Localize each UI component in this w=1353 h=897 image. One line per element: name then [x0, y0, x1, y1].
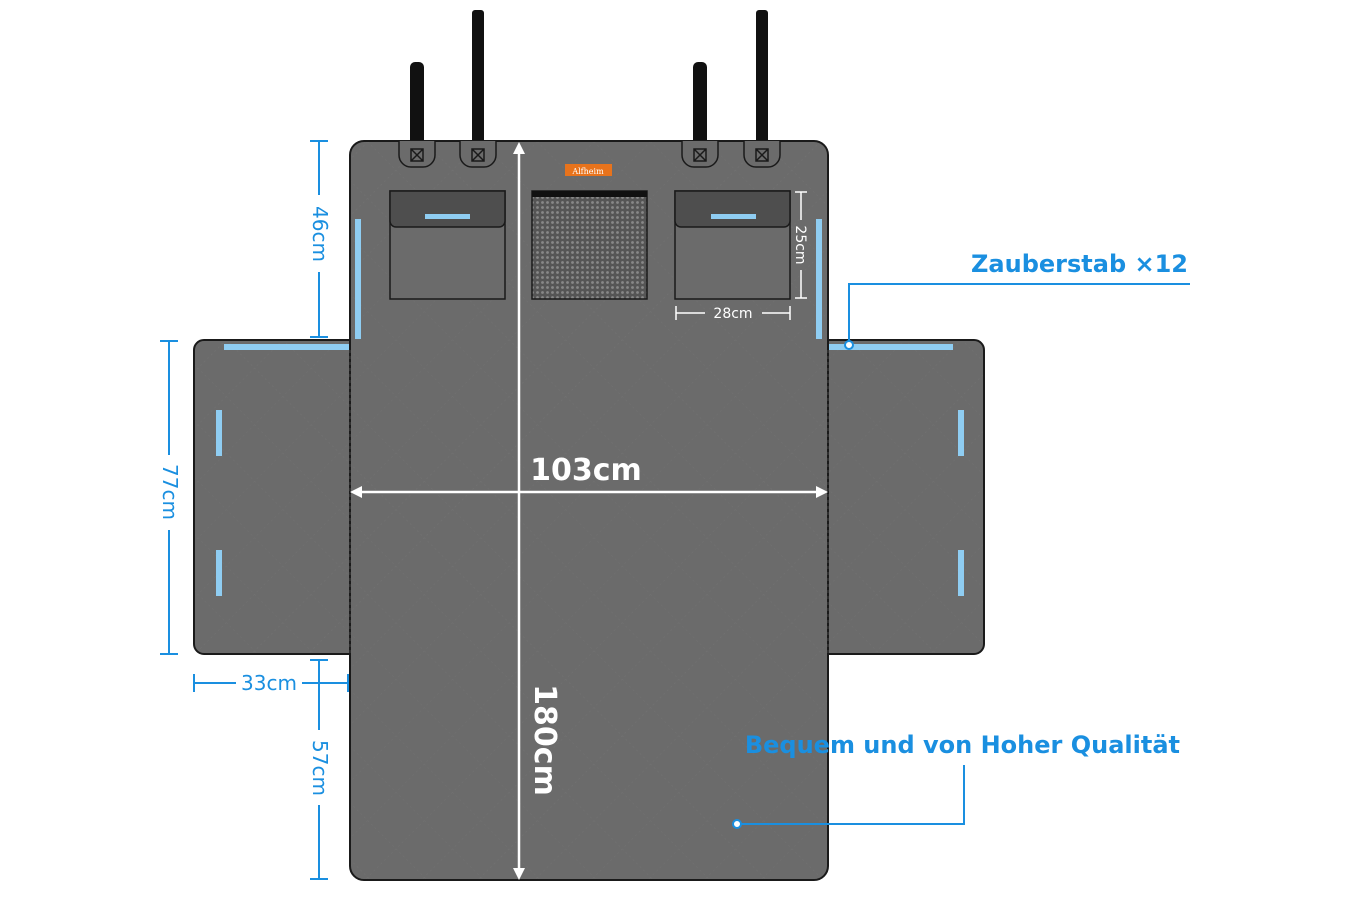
- pocket-width-label: 28cm: [713, 306, 752, 322]
- side-flap-width-label: 33cm: [241, 671, 297, 695]
- right-pocket: [674, 190, 791, 300]
- left-side-flap: [193, 339, 365, 655]
- mesh-pocket: [531, 190, 648, 300]
- callout-dot: [732, 819, 742, 829]
- width-label: 103cm: [530, 453, 642, 488]
- quality-callout: Bequem und von Hoher Qualität: [745, 731, 1180, 759]
- right-side-flap: [814, 339, 985, 655]
- stiffener-rods: [216, 219, 964, 596]
- main-dimension-arrows: [350, 142, 828, 880]
- brand-logo-text: Alfheim: [571, 167, 604, 176]
- pocket-dimension-lines: [675, 191, 807, 320]
- left-pocket: [389, 190, 506, 300]
- brand-logo: [565, 164, 612, 176]
- top-section-label: 46cm: [308, 206, 332, 262]
- callout-dot: [844, 340, 854, 350]
- length-label: 180cm: [527, 684, 562, 796]
- pocket-height-label: 25cm: [792, 225, 808, 264]
- bottom-section-label: 57cm: [308, 740, 332, 796]
- strap-buckles: [398, 141, 781, 168]
- stiffener-callout: Zauberstab ×12: [971, 250, 1188, 278]
- outer-dimension-lines: [160, 140, 1190, 880]
- side-flap-height-label: 77cm: [158, 464, 182, 520]
- main-mat: [349, 140, 829, 881]
- headrest-straps: [410, 10, 768, 152]
